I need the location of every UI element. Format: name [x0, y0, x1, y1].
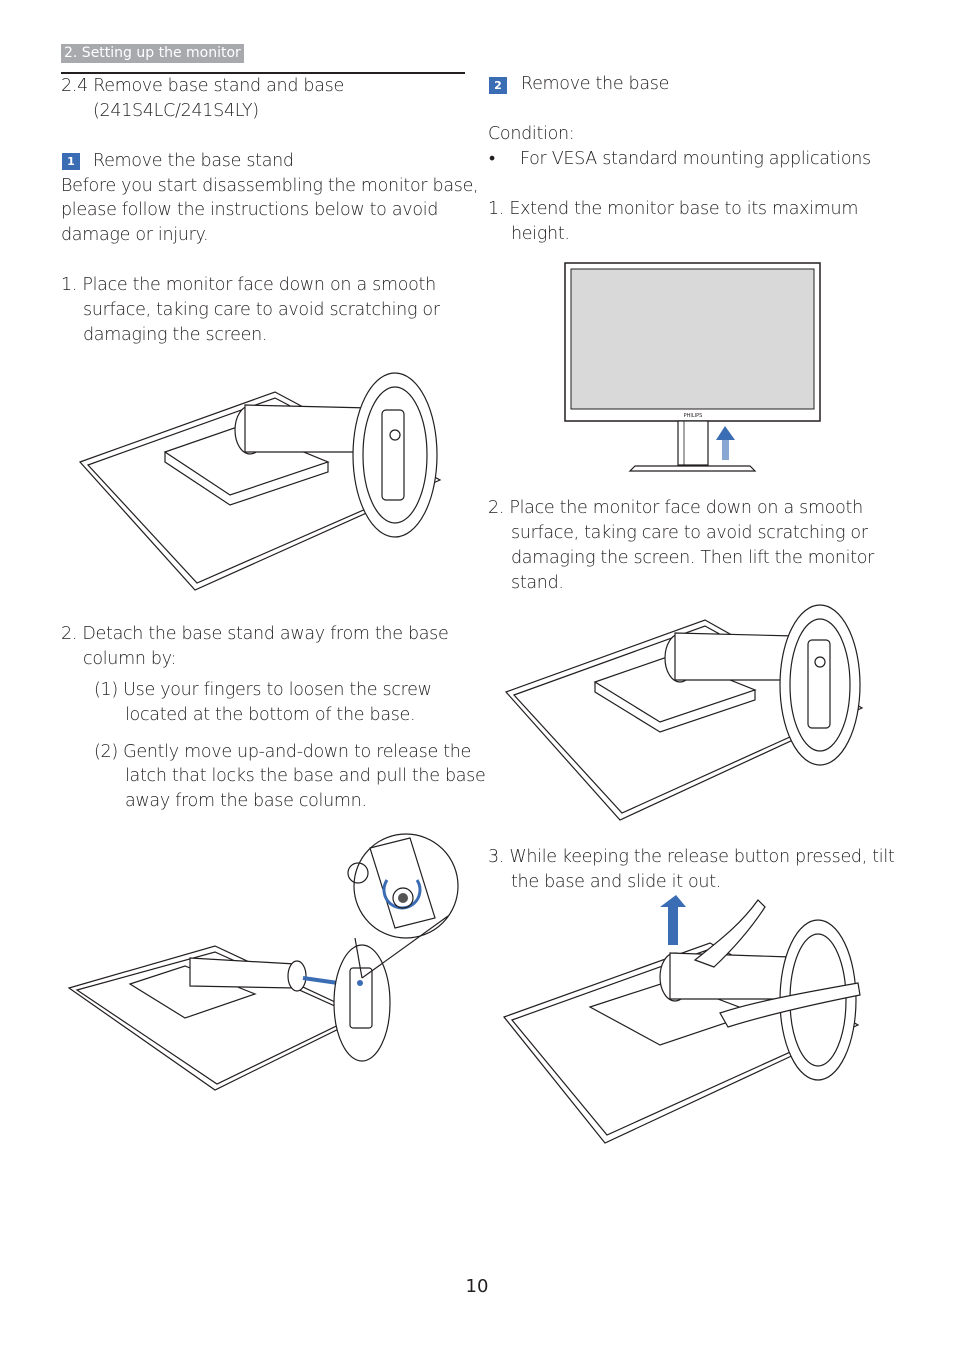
step1-sub1-line: (1) Use your fingers to loosen the screw — [94, 680, 432, 700]
section-title: 2.4 Remove base stand and base — [61, 76, 344, 96]
step2-item2-line: stand. — [511, 573, 564, 593]
step2-item3-line: the base and slide it out. — [511, 872, 722, 892]
step2-item2-line: 2. Place the monitor face down on a smoo… — [488, 498, 863, 518]
step1-sub1-line: located at the bottom of the base. — [125, 705, 416, 725]
step1-sub2-line: latch that locks the base and pull the b… — [125, 766, 486, 786]
bullet-icon: • — [489, 149, 495, 169]
monitor-facedown-illustration-1 — [78, 372, 442, 591]
monitor-upright-illustration: PHILIPS — [564, 262, 821, 472]
step1-item2-line: column by: — [83, 649, 177, 669]
step-badge-1: 1 — [62, 153, 80, 170]
monitor-facedown-illustration-2 — [504, 604, 864, 821]
page-number: 10 — [465, 1276, 489, 1297]
step1-item1-line: 1. Place the monitor face down on a smoo… — [61, 275, 436, 295]
step1-sub2-line: away from the base column. — [125, 791, 367, 811]
step1-sub2-line: (2) Gently move up-and-down to release t… — [94, 742, 472, 762]
step2-item1-line: 1. Extend the monitor base to its maximu… — [488, 199, 859, 219]
step2-item2-line: damaging the screen. Then lift the monit… — [511, 548, 875, 568]
brand-logo: PHILIPS — [684, 413, 703, 419]
step2-item2-line: surface, taking care to avoid scratching… — [511, 523, 868, 543]
slide-base-illustration — [503, 895, 861, 1144]
condition-label: Condition: — [488, 124, 575, 144]
step1-item1-line: surface, taking care to avoid scratching… — [83, 300, 440, 320]
step1-heading: Remove the base stand — [93, 151, 294, 171]
step2-item1-line: height. — [511, 224, 570, 244]
step1-intro-line: damage or injury. — [61, 225, 209, 245]
step-badge-2: 2 — [489, 77, 507, 94]
step1-intro-line: please follow the instructions below to … — [61, 200, 439, 220]
step2-heading: Remove the base — [521, 74, 670, 94]
detach-base-illustration — [67, 833, 459, 1091]
step1-intro-line: Before you start disassembling the monit… — [61, 176, 479, 196]
step1-item1-line: damaging the screen. — [83, 325, 268, 345]
chapter-tag: 2. Setting up the monitor — [61, 44, 244, 63]
step2-item3-line: 3. While keeping the release button pres… — [488, 847, 895, 867]
step1-item2-line: 2. Detach the base stand away from the b… — [61, 624, 449, 644]
section-subtitle: (241S4LC/241S4LY) — [93, 101, 259, 121]
condition-bullet: For VESA standard mounting applications — [520, 149, 871, 169]
section-rule — [61, 72, 465, 74]
